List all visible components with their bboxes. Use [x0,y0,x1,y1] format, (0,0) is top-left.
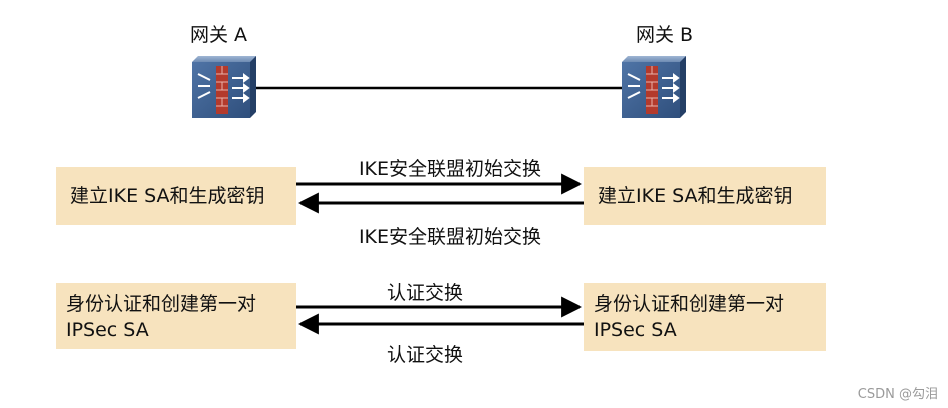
firewall-icon [192,56,256,118]
phase1-right-box: 建立IKE SA和生成密钥 [584,167,826,225]
phase2-msg-to-right: 认证交换 [386,282,463,304]
phase1-left-box: 建立IKE SA和生成密钥 [56,167,296,225]
phase2-left-box: 身份认证和创建第一对 IPSec SA [56,283,296,349]
gateway-b-label: 网关 B [636,24,694,46]
gateway-a-label: 网关 A [190,24,248,46]
firewall-icon [622,56,686,118]
phase2-left-box-line1: 身份认证和创建第一对 [66,293,257,315]
phase1-right-box-text: 建立IKE SA和生成密钥 [598,185,793,207]
phase2-right-box-line2: IPSec SA [594,319,677,341]
phase2-right-box-line1: 身份认证和创建第一对 [594,293,785,315]
phase1-msg-to-left: IKE安全联盟初始交换 [358,226,542,248]
phase1-msg-to-right: IKE安全联盟初始交换 [358,158,542,180]
phase1-left-box-text: 建立IKE SA和生成密钥 [70,185,265,207]
phase2-msg-to-left: 认证交换 [386,344,463,366]
watermark: CSDN @勾泪 [857,387,938,402]
phase2-left-box-line2: IPSec SA [66,319,149,341]
phase2-right-box: 身份认证和创建第一对 IPSec SA [584,283,826,351]
